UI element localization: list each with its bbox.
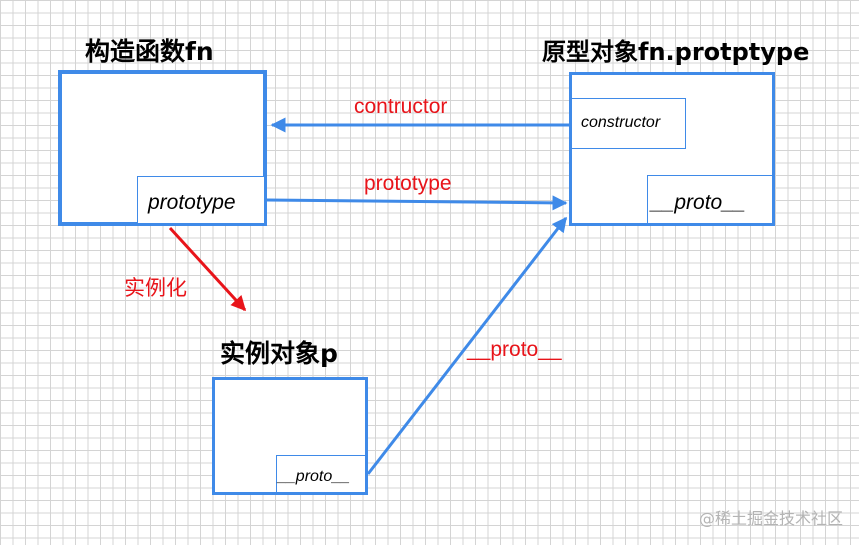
instance-proto-slot [276,455,366,493]
constructor-slot-label: constructor [581,114,661,131]
prototype-proto-slot-label: __proto__ [651,191,746,214]
prototype-object-title: 原型对象fn.protptype [542,38,810,66]
proto-edge-label: __proto__ [467,338,562,361]
prototype-slot-label: prototype [148,191,236,214]
instantiate-edge-label: 实例化 [124,277,187,300]
constructor-fn-title: 构造函数fn [85,37,214,66]
watermark: @稀土掘金技术社区 [698,509,843,528]
instance-object-title: 实例对象p [220,339,338,368]
contructor-edge-label: contructor [354,95,448,118]
constructor-slot [571,98,686,149]
prototype-edge-label: prototype [364,172,452,195]
prototype-slot [137,176,265,224]
prototype-proto-slot [647,175,773,224]
prototype-arrow [266,195,568,211]
instance-proto-slot-label: __proto__ [278,468,351,485]
